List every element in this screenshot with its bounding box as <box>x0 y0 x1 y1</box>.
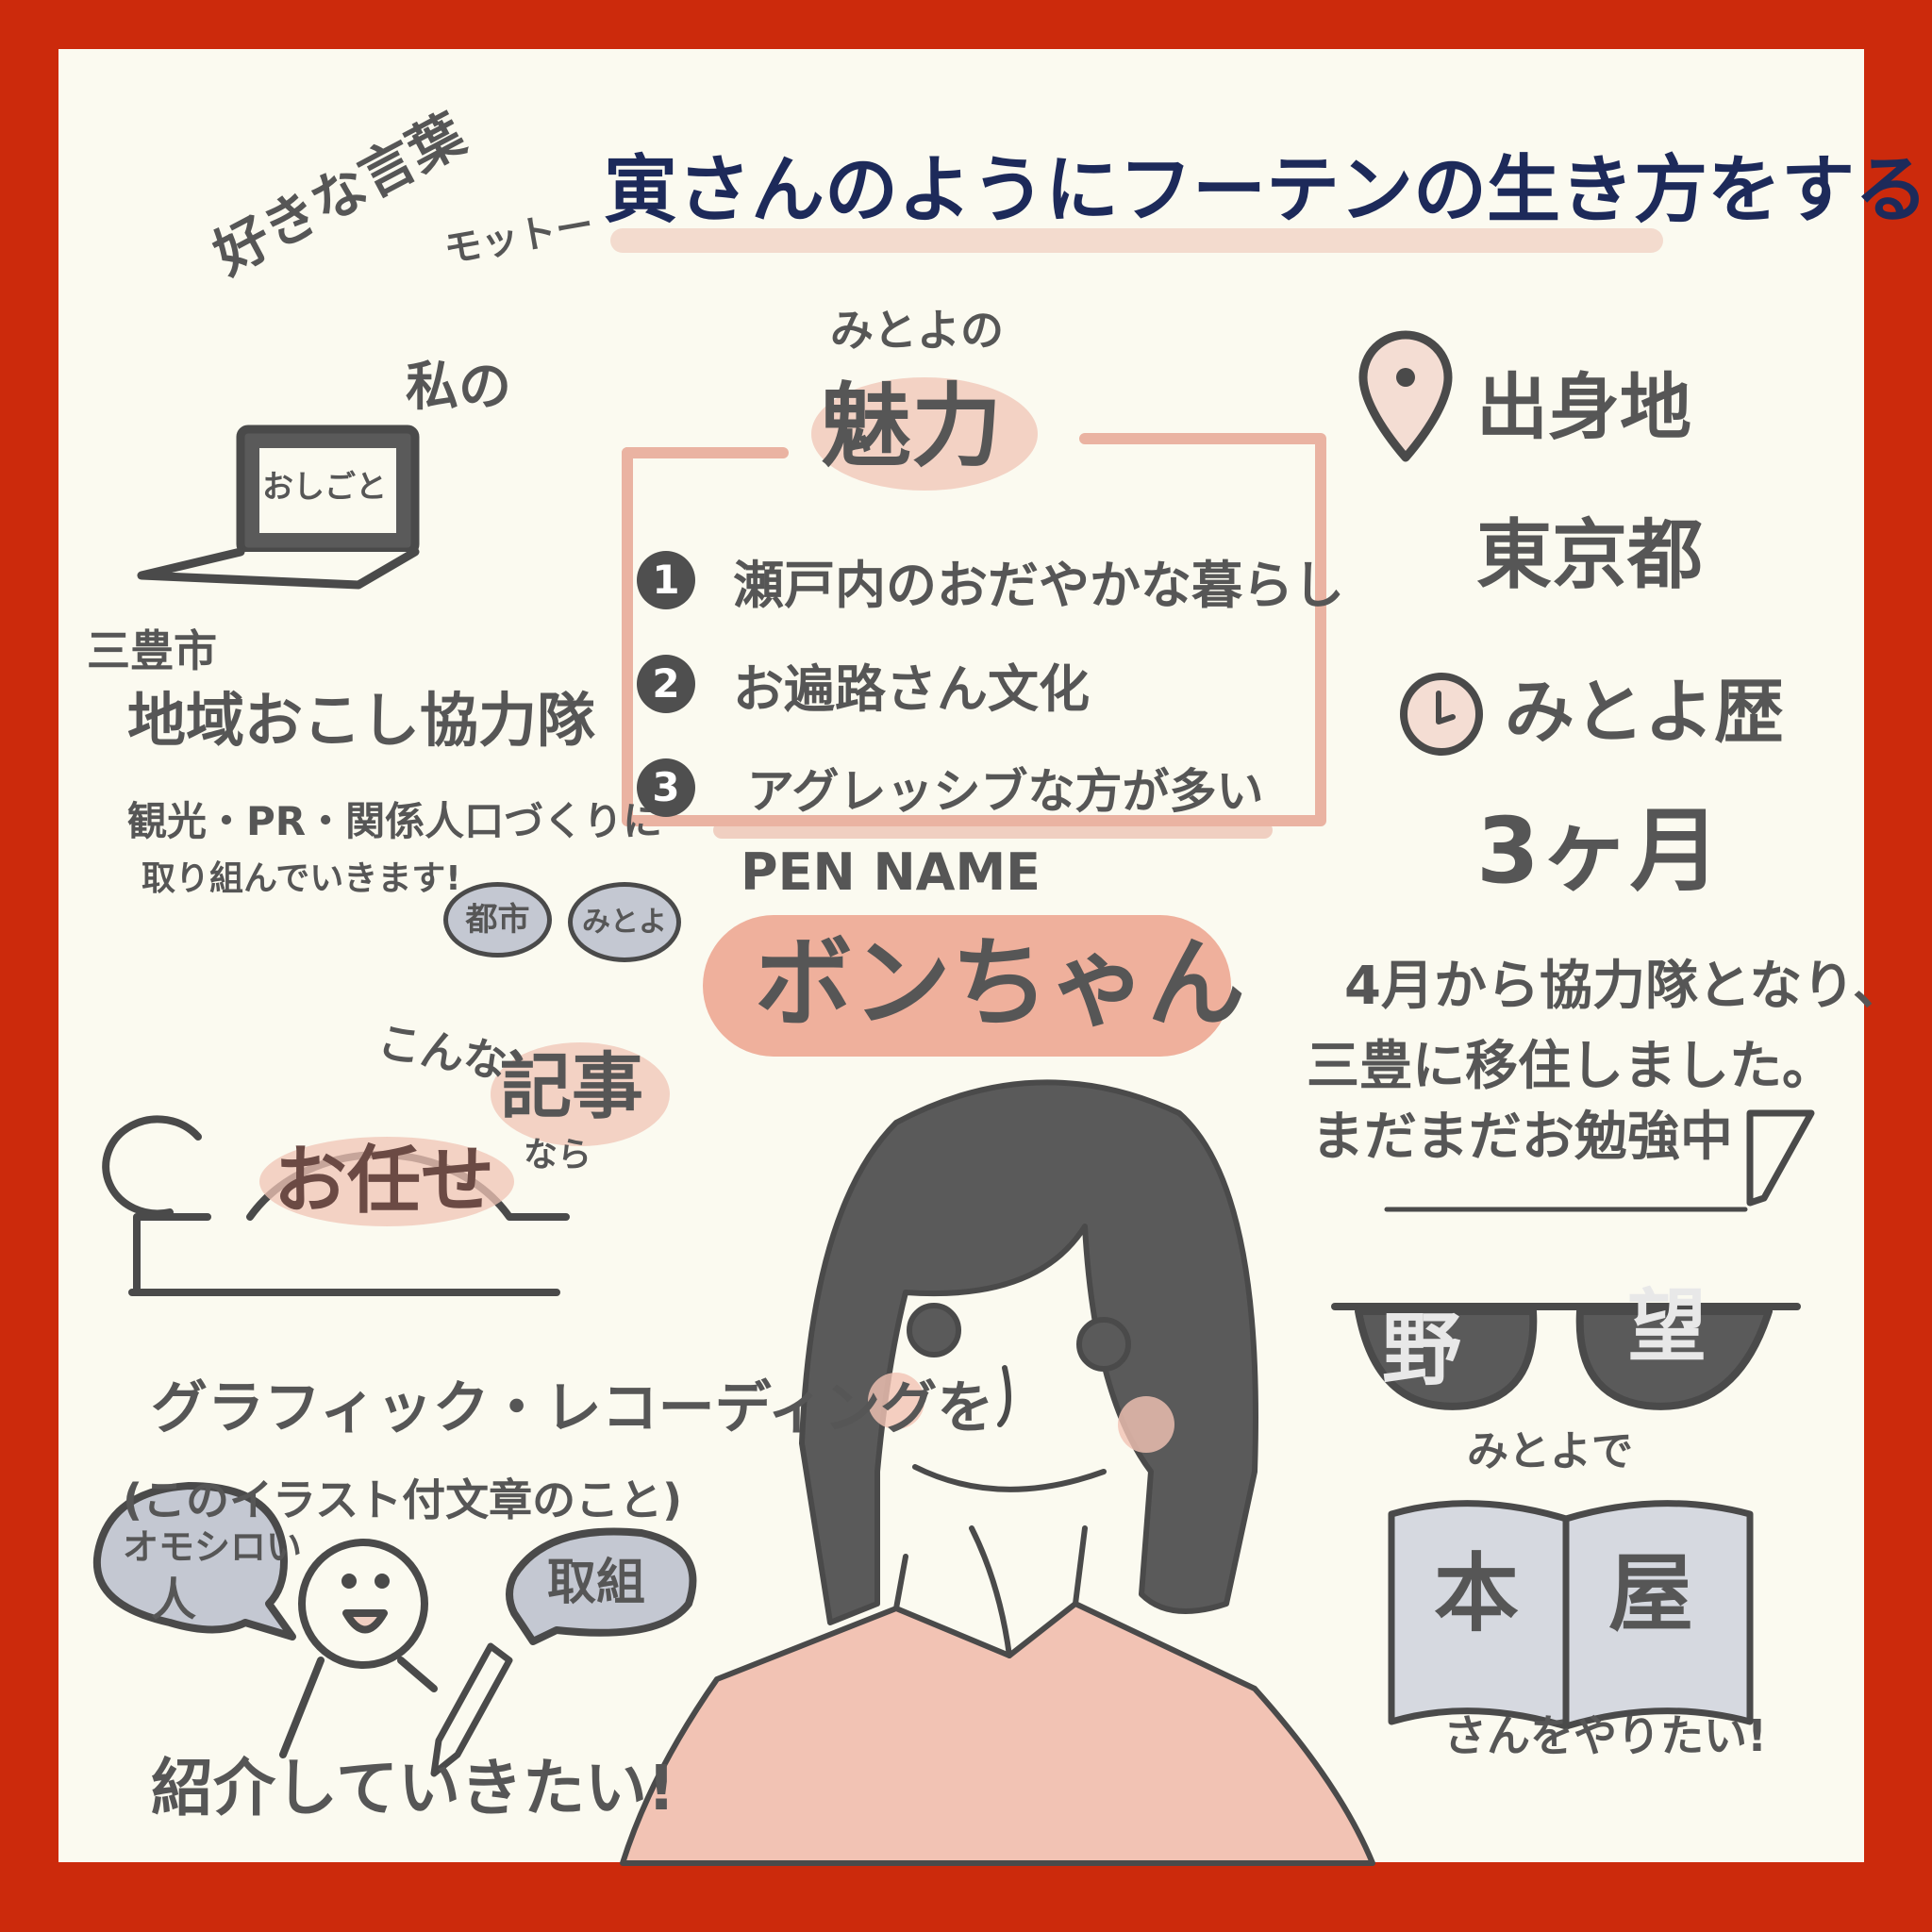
laptop-screen-label: おしごと <box>262 468 387 505</box>
job-city: 三豊市 <box>87 625 217 676</box>
book-left-label: 本 <box>1434 1544 1519 1643</box>
charm-list: 1 瀬戸内のおだやかな暮らし 2 お遍路さん文化 3 アグレッシブな方が多い <box>637 528 1344 840</box>
smiling-person-icon <box>279 1539 438 1758</box>
book-right-label: 屋 <box>1608 1544 1693 1643</box>
charm-heading: 魅力 <box>821 374 1002 479</box>
pen-name-value: ボンちゃん <box>755 925 1246 1041</box>
bubble-right <box>506 1527 697 1645</box>
charm-item-text: 瀬戸内のおだやかな暮らし <box>733 555 1344 615</box>
pen-name-label: PEN NAME <box>741 842 1041 902</box>
omakase-wash <box>259 1137 514 1226</box>
history-note-3: まだまだお勉強中 <box>1311 1107 1733 1168</box>
history-value: 3ヶ月 <box>1476 798 1721 904</box>
bubble-left-line1: オモシロい <box>123 1526 303 1568</box>
charm-item: 3 アグレッシブな方が多い <box>637 736 1344 840</box>
portrait <box>620 1079 1375 1866</box>
book-icon <box>1388 1500 1754 1730</box>
articles-highlight: 記事 <box>500 1044 643 1128</box>
articles-main: お任せ <box>274 1139 495 1224</box>
number-badge: 2 <box>637 655 695 713</box>
pen-name-wash <box>703 915 1231 1057</box>
ambition-label-1: 野 <box>1382 1304 1462 1396</box>
number-badge: 3 <box>637 758 695 817</box>
sunglasses-icon <box>1331 1303 1801 1410</box>
pencil-icon <box>1746 1109 1815 1207</box>
pencil-icon <box>430 1642 513 1777</box>
clock-icon <box>1400 673 1483 756</box>
history-note-1: 4月から協力隊となり、 <box>1344 956 1907 1017</box>
articles-dome <box>102 1115 570 1296</box>
charm-item: 1 瀬戸内のおだやかな暮らし <box>637 528 1344 632</box>
number-badge: 1 <box>637 551 695 609</box>
hometown-value: 東京都 <box>1476 511 1703 599</box>
laptop-icon <box>137 425 420 590</box>
articles-suffix: なら <box>524 1136 592 1174</box>
articles-wash <box>491 1042 670 1146</box>
ambition-prefix: みとよで <box>1467 1427 1633 1475</box>
job-description-2: 取り組んでいきます! <box>142 859 461 898</box>
gr-line1: グラフィック・レコーディングを <box>151 1375 994 1441</box>
bubble-right-label: 取組 <box>547 1555 646 1611</box>
ambition-label-2: 望 <box>1627 1280 1707 1373</box>
job-description-1: 観光・PR・関係人口づくりに <box>127 798 663 844</box>
charm-box <box>622 433 1326 839</box>
bubble-mitoyo: みとよ <box>568 882 681 962</box>
charm-item: 2 お遍路さん文化 <box>637 632 1344 736</box>
charm-item-text: お遍路さん文化 <box>733 658 1090 719</box>
job-heading: 私の <box>406 357 511 418</box>
bubble-city: 都市 <box>443 882 552 958</box>
charm-item-text: アグレッシブな方が多い <box>747 764 1264 819</box>
history-label: みとよ歴 <box>1505 672 1784 753</box>
job-role: 地域おこし協力隊 <box>127 686 596 755</box>
motto-text: 寅さんのようにフーテンの生き方をする <box>604 148 1929 233</box>
charm-heading-wash <box>811 377 1038 491</box>
gr-line2: (このイラスト付文章のこと) <box>123 1474 683 1525</box>
map-pin-icon <box>1358 330 1453 462</box>
charm-heading-small: みとよの <box>830 305 1004 356</box>
gr-line3: 紹介していきたい! <box>151 1752 676 1824</box>
bubble-left-line2: 人 <box>151 1574 197 1626</box>
hometown-label: 出身地 <box>1476 365 1691 449</box>
ambition-suffix: さんをやりたい! <box>1443 1710 1767 1761</box>
bubble-left <box>92 1482 296 1641</box>
history-note-2: 三豊に移住しました。 <box>1307 1036 1835 1097</box>
